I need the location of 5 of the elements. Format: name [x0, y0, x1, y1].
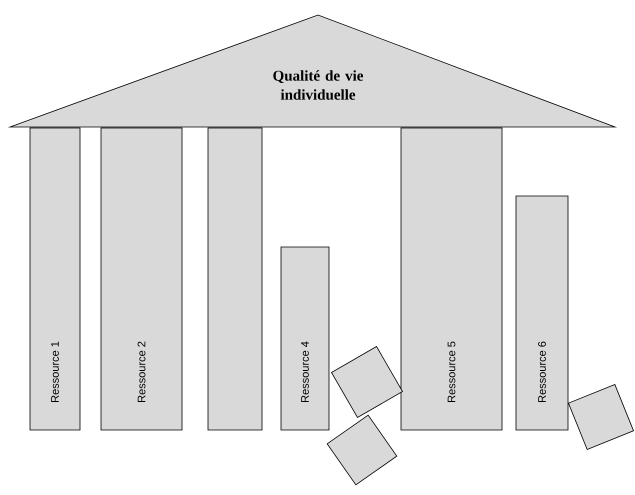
pillar: Ressource 4: [280, 246, 330, 430]
pillar: [208, 128, 262, 430]
fallen-block: [326, 414, 398, 486]
pillar: Ressource 2: [100, 128, 182, 430]
pillar: Ressource 1: [30, 128, 80, 430]
